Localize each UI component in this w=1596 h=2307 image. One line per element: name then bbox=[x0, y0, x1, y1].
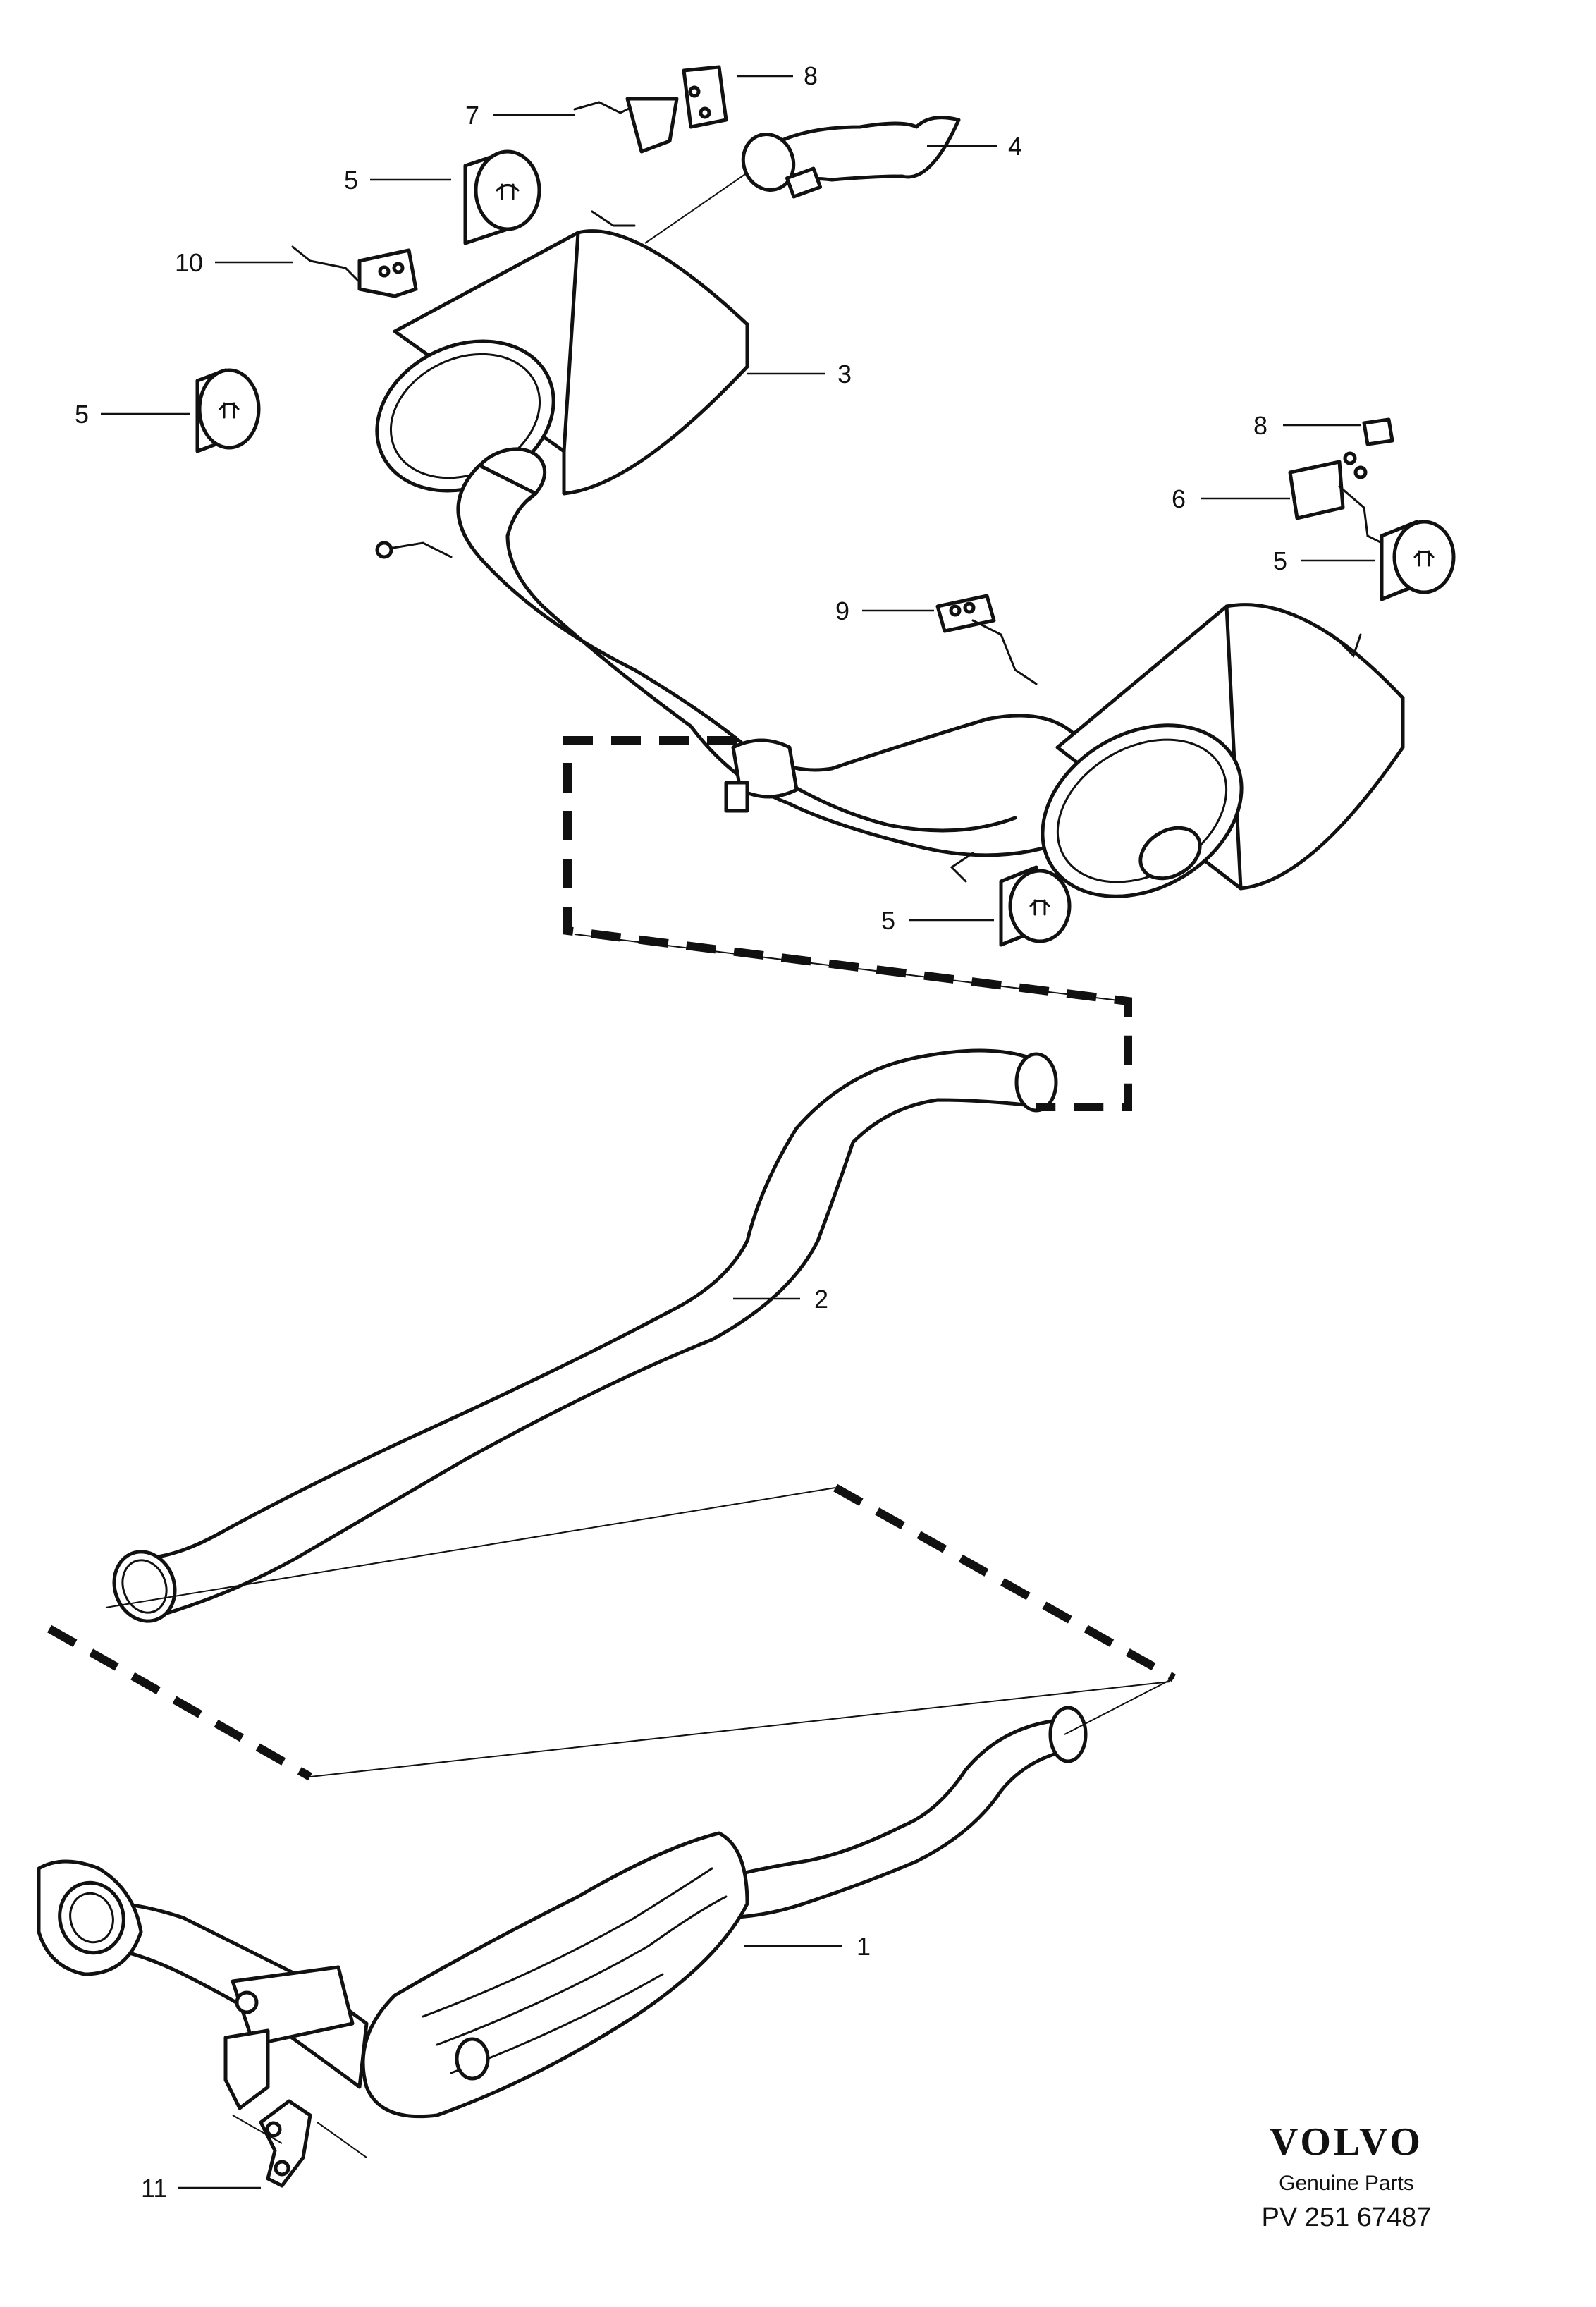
bracket-9 bbox=[935, 594, 1038, 685]
callout-10: 10 bbox=[175, 248, 203, 277]
hanger-rod-top-left bbox=[591, 210, 636, 227]
front-pipe-catalytic-converter bbox=[37, 1706, 1088, 2119]
dashed-frame-lower bbox=[47, 1483, 1176, 1781]
hanger-rod-left bbox=[379, 541, 453, 558]
bracket-7 bbox=[573, 65, 728, 154]
document-code: PV 251 67487 bbox=[1261, 2203, 1432, 2232]
bracket-10 bbox=[291, 245, 418, 298]
dashed-frame-upper bbox=[563, 736, 1132, 1111]
callout-5-b: 5 bbox=[75, 400, 89, 429]
volvo-logo: VOLVO bbox=[1270, 2120, 1423, 2164]
callout-8-top: 8 bbox=[804, 61, 818, 90]
connection-line-lower bbox=[105, 1487, 1174, 1777]
pipe-clamp bbox=[724, 738, 799, 813]
rear-muffler-right bbox=[1041, 603, 1405, 898]
callout-9: 9 bbox=[835, 596, 849, 625]
callout-1: 1 bbox=[857, 1932, 871, 1961]
rubber-hanger-3 bbox=[1380, 520, 1456, 601]
callout-2: 2 bbox=[814, 1285, 828, 1314]
hanger-rod-top-right bbox=[1331, 633, 1362, 658]
hanger-rod-right bbox=[950, 852, 974, 883]
connection-line-upper bbox=[574, 934, 1125, 1002]
brand-block: VOLVO Genuine Parts PV 251 67487 bbox=[1198, 2122, 1494, 2233]
callout-5-d: 5 bbox=[881, 906, 895, 935]
brand-tagline: Genuine Parts bbox=[1279, 2172, 1414, 2195]
leader-lines bbox=[101, 75, 1375, 2189]
callout-11: 11 bbox=[141, 2174, 167, 2203]
callout-7: 7 bbox=[465, 101, 479, 130]
callout-8-right: 8 bbox=[1253, 411, 1267, 440]
hanger-rod-left-end bbox=[375, 541, 393, 559]
intermediate-pipe bbox=[112, 1048, 1058, 1623]
tail-pipe bbox=[741, 116, 961, 199]
bracket-6-and-8 bbox=[1288, 417, 1394, 544]
callout-6: 6 bbox=[1172, 484, 1186, 513]
callout-3: 3 bbox=[837, 360, 852, 388]
callout-5-c: 5 bbox=[1273, 546, 1287, 575]
callout-5-a: 5 bbox=[344, 166, 358, 195]
bracket-11 bbox=[232, 2099, 367, 2188]
callout-4: 4 bbox=[1008, 132, 1022, 161]
rubber-hanger-2 bbox=[195, 368, 261, 453]
rubber-hanger-4 bbox=[999, 865, 1072, 947]
rubber-hanger-1 bbox=[463, 149, 541, 245]
